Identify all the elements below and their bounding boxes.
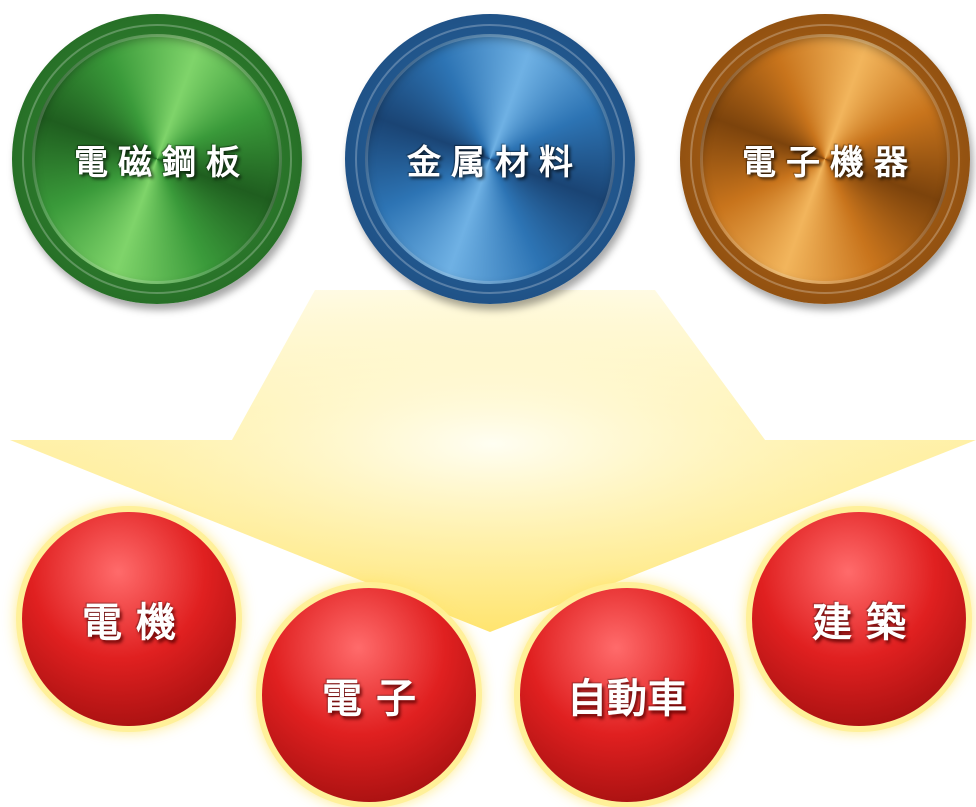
application-label: 電 機 <box>82 600 176 646</box>
material-label: 金属材料 <box>407 142 583 183</box>
disc-ring <box>355 24 625 294</box>
application-ball-automobile: 自動車 <box>520 588 734 802</box>
material-disc-electrical-steel: 電磁鋼板 <box>12 14 302 304</box>
material-disc-electronic: 電子機器 <box>680 14 970 304</box>
material-label: 電磁鋼板 <box>74 142 250 183</box>
material-disc-metal: 金属材料 <box>345 14 635 304</box>
application-ball-electronics: 電 子 <box>262 588 476 802</box>
application-ball-motor: 電 機 <box>22 512 236 726</box>
application-label: 自動車 <box>567 676 687 722</box>
material-label: 電子機器 <box>742 142 918 183</box>
application-ball-construction: 建 築 <box>752 512 966 726</box>
disc-ring <box>22 24 292 294</box>
funnel-arrow-highlight <box>10 290 976 632</box>
application-label: 電 子 <box>322 676 416 722</box>
application-label: 建 築 <box>812 600 906 646</box>
disc-ring <box>690 24 960 294</box>
